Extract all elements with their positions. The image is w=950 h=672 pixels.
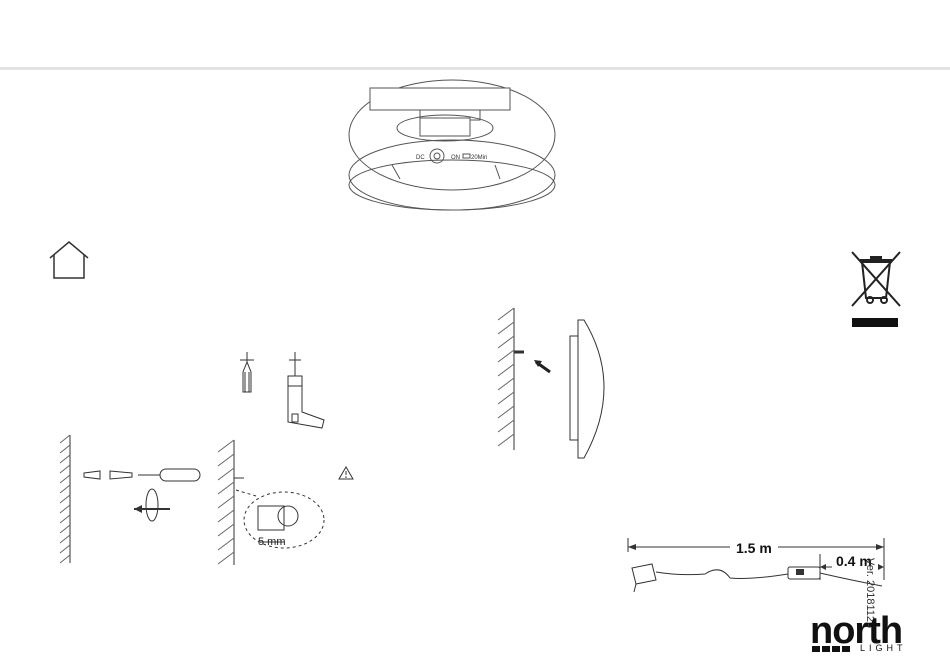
header-divider [0,67,950,70]
lamp-back-view-illustration: DC ON 20Min [350,80,555,210]
timer-label: 20Min [471,155,487,161]
wall-plug-screw-illustration [60,435,210,565]
warning-triangle-icon [338,466,354,480]
dc-label: DC [416,155,425,161]
crossed-out-wheelie-bin-icon [848,250,904,328]
north-logo-bars [812,644,858,654]
drill-icon [280,352,325,432]
drill-depth-label: 5 mm [258,536,286,548]
cable-total-length: 1.5 m [736,540,772,556]
screw-depth-detail-illustration: 5 mm [214,440,344,565]
on-label: ON [451,155,460,161]
indoor-house-icon [46,240,92,280]
lamp-wall-mount-illustration [494,308,624,460]
north-logo-subtitle: LIGHT [860,643,907,653]
cable-illustration: 1.5 m 0.4 m [620,536,890,600]
pencil-icon [236,352,258,396]
